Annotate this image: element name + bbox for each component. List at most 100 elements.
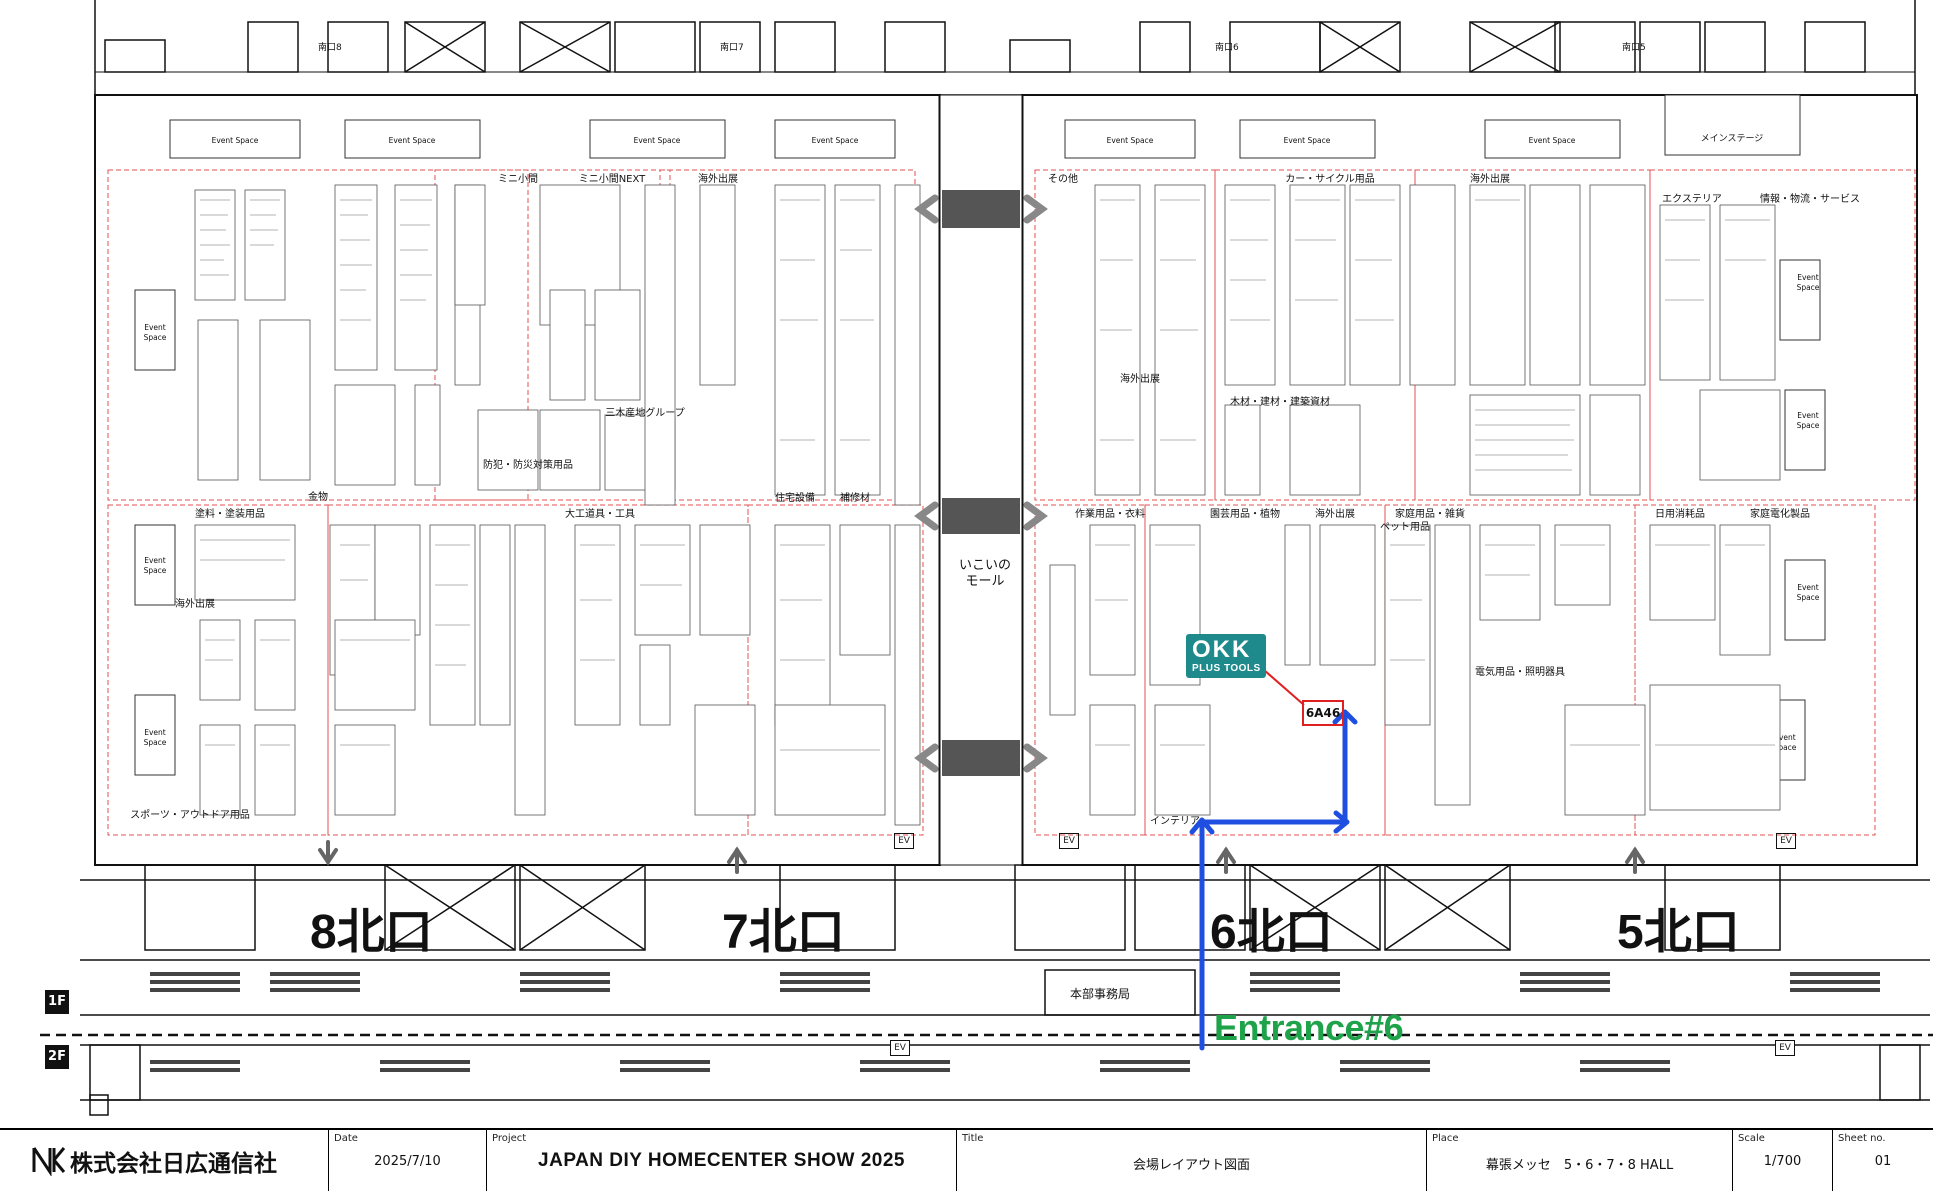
title-value: 会場レイアウト図面	[1132, 1158, 1250, 1173]
company-name: 株式会社日広通信社	[70, 1151, 277, 1177]
zone-label: 海外出展	[1470, 172, 1510, 185]
svg-text:Space: Space	[1774, 743, 1797, 752]
svg-text:Event Space: Event Space	[389, 136, 436, 145]
svg-text:Space: Space	[1797, 421, 1820, 430]
project-label: Project	[492, 1133, 527, 1144]
booth-pointer	[1263, 669, 1305, 706]
zone-label: 家庭電化製品	[1750, 507, 1810, 520]
scale-value: 1/700	[1763, 1154, 1802, 1169]
entrance-arrows	[318, 840, 1645, 874]
svg-text:Event: Event	[144, 728, 166, 737]
sheet-cell: Sheet no. 01	[1832, 1130, 1933, 1191]
company-logo-icon	[32, 1147, 66, 1176]
zone-label: 海外出展	[1120, 372, 1160, 385]
gate-label: 南口5	[1622, 41, 1646, 53]
svg-text:Event: Event	[144, 556, 166, 565]
date-value: 2025/7/10	[374, 1154, 441, 1169]
zone-label: エクステリア	[1662, 193, 1722, 205]
project-value: JAPAN DIY HOMECENTER SHOW 2025	[538, 1150, 905, 1171]
svg-text:メインステージ: メインステージ	[1701, 133, 1764, 144]
zone-label: ペット用品	[1380, 521, 1430, 533]
zone-label: 金物	[308, 490, 328, 503]
ev-marker: EV	[890, 1040, 910, 1056]
svg-text:Space: Space	[144, 333, 167, 342]
exhibitor-logo[interactable]: OKK PLUS TOOLS	[1186, 634, 1266, 678]
svg-text:Event: Event	[1797, 273, 1819, 282]
zone-label: 園芸用品・植物	[1210, 507, 1280, 520]
place-cell: Place 幕張メッセ 5・6・7・8 HALL	[1426, 1130, 1732, 1191]
zone-label: 情報・物流・サービス	[1760, 192, 1860, 205]
project-cell: Project JAPAN DIY HOMECENTER SHOW 2025	[486, 1130, 956, 1191]
svg-text:Space: Space	[1797, 593, 1820, 602]
title-cell: Title 会場レイアウト図面	[956, 1130, 1426, 1191]
central-mall	[914, 94, 1048, 866]
sheet-value: 01	[1874, 1154, 1892, 1169]
zone-label: 電気用品・照明器具	[1475, 665, 1565, 678]
svg-text:Event: Event	[1797, 411, 1819, 420]
zone-label: スポーツ・アウトドア用品	[130, 809, 250, 821]
zone-label: ミニ小間NEXT	[579, 173, 646, 185]
gate-label: 南口8	[318, 41, 342, 53]
svg-text:Space: Space	[1797, 283, 1820, 292]
floor-2f-tag: 2F	[45, 1045, 69, 1069]
highlighted-booth[interactable]: 6A46	[1302, 700, 1344, 726]
place-label: Place	[1432, 1133, 1459, 1144]
svg-text:Event Space: Event Space	[212, 136, 259, 145]
zone-label: 木材・建材・建築資材	[1230, 395, 1330, 408]
svg-text:Space: Space	[144, 566, 167, 575]
gate-labels: 南口8 南口7 南口6 南口5	[318, 41, 1646, 53]
date-cell: Date 2025/7/10	[328, 1130, 486, 1191]
svg-text:Event Space: Event Space	[1284, 136, 1331, 145]
zone-label: 海外出展	[175, 597, 215, 610]
mall-label: いこいの モール	[958, 558, 1011, 589]
zone-label: カー・サイクル用品	[1285, 173, 1375, 185]
place-value: 幕張メッセ 5・6・7・8 HALL	[1485, 1158, 1674, 1173]
svg-text:Event Space: Event Space	[812, 136, 859, 145]
svg-text:Space: Space	[144, 738, 167, 747]
booth-number: 6A46	[1305, 706, 1341, 720]
zone-label: 家庭用品・雑貨	[1395, 507, 1465, 520]
zone-label: 海外出展	[1315, 507, 1355, 520]
logo-line1: OKK	[1192, 636, 1252, 663]
logo-line2: PLUS TOOLS	[1192, 663, 1261, 674]
route-path	[1189, 709, 1358, 1051]
ev-marker: EV	[1776, 833, 1796, 849]
exhibitor-text-marks	[200, 199, 1775, 751]
office-label: 本部事務局	[1070, 987, 1131, 1001]
scale-cell: Scale 1/700	[1732, 1130, 1832, 1191]
ev-marker: EV	[1775, 1040, 1795, 1056]
floor-1f-tag: 1F	[45, 990, 69, 1014]
entrance-8: 8北口	[310, 906, 433, 959]
svg-text:Event: Event	[144, 323, 166, 332]
mall-arrows	[914, 194, 1048, 773]
entrance-6: 6北口	[1210, 906, 1333, 959]
title-label: Title	[962, 1133, 984, 1144]
booth-blocks	[194, 184, 1781, 506]
title-block: 株式会社日広通信社 Date 2025/7/10 Project JAPAN D…	[0, 1128, 1933, 1191]
zone-label: インテリア	[1150, 816, 1200, 827]
entrance-label: Entrance#6	[1214, 1007, 1404, 1048]
ev-marker: EV	[894, 833, 914, 849]
zone-label: 日用消耗品	[1655, 507, 1705, 520]
zone-label: ミニ小間	[498, 173, 538, 185]
stair-treads	[150, 972, 1880, 1072]
zone-label: 大工道具・工具	[565, 507, 635, 520]
event-spaces	[134, 94, 1826, 781]
gate-label: 南口7	[720, 41, 744, 53]
entrance-7: 7北口	[722, 906, 845, 959]
bottom-structure	[40, 864, 1933, 1116]
sheet-label: Sheet no.	[1838, 1133, 1886, 1144]
zone-label: 三木産地グループ	[605, 406, 684, 419]
zone-label: 海外出展	[698, 172, 738, 185]
zone-label: 塗料・塗装用品	[195, 507, 265, 520]
svg-text:Event Space: Event Space	[1107, 136, 1154, 145]
date-label: Date	[334, 1133, 358, 1144]
zone-label: 住宅設備	[775, 491, 815, 504]
zone-labels: 金物 防犯・防災対策用品 ミニ小間 ミニ小間NEXT 三木産地グループ 海外出展…	[130, 172, 1860, 827]
svg-text:Event Space: Event Space	[1529, 136, 1576, 145]
event-space-labels: Event Space Event Space Event Space Even…	[144, 133, 1820, 752]
gate-label: 南口6	[1215, 41, 1239, 53]
ev-marker: EV	[1059, 833, 1079, 849]
scale-label: Scale	[1738, 1133, 1765, 1144]
